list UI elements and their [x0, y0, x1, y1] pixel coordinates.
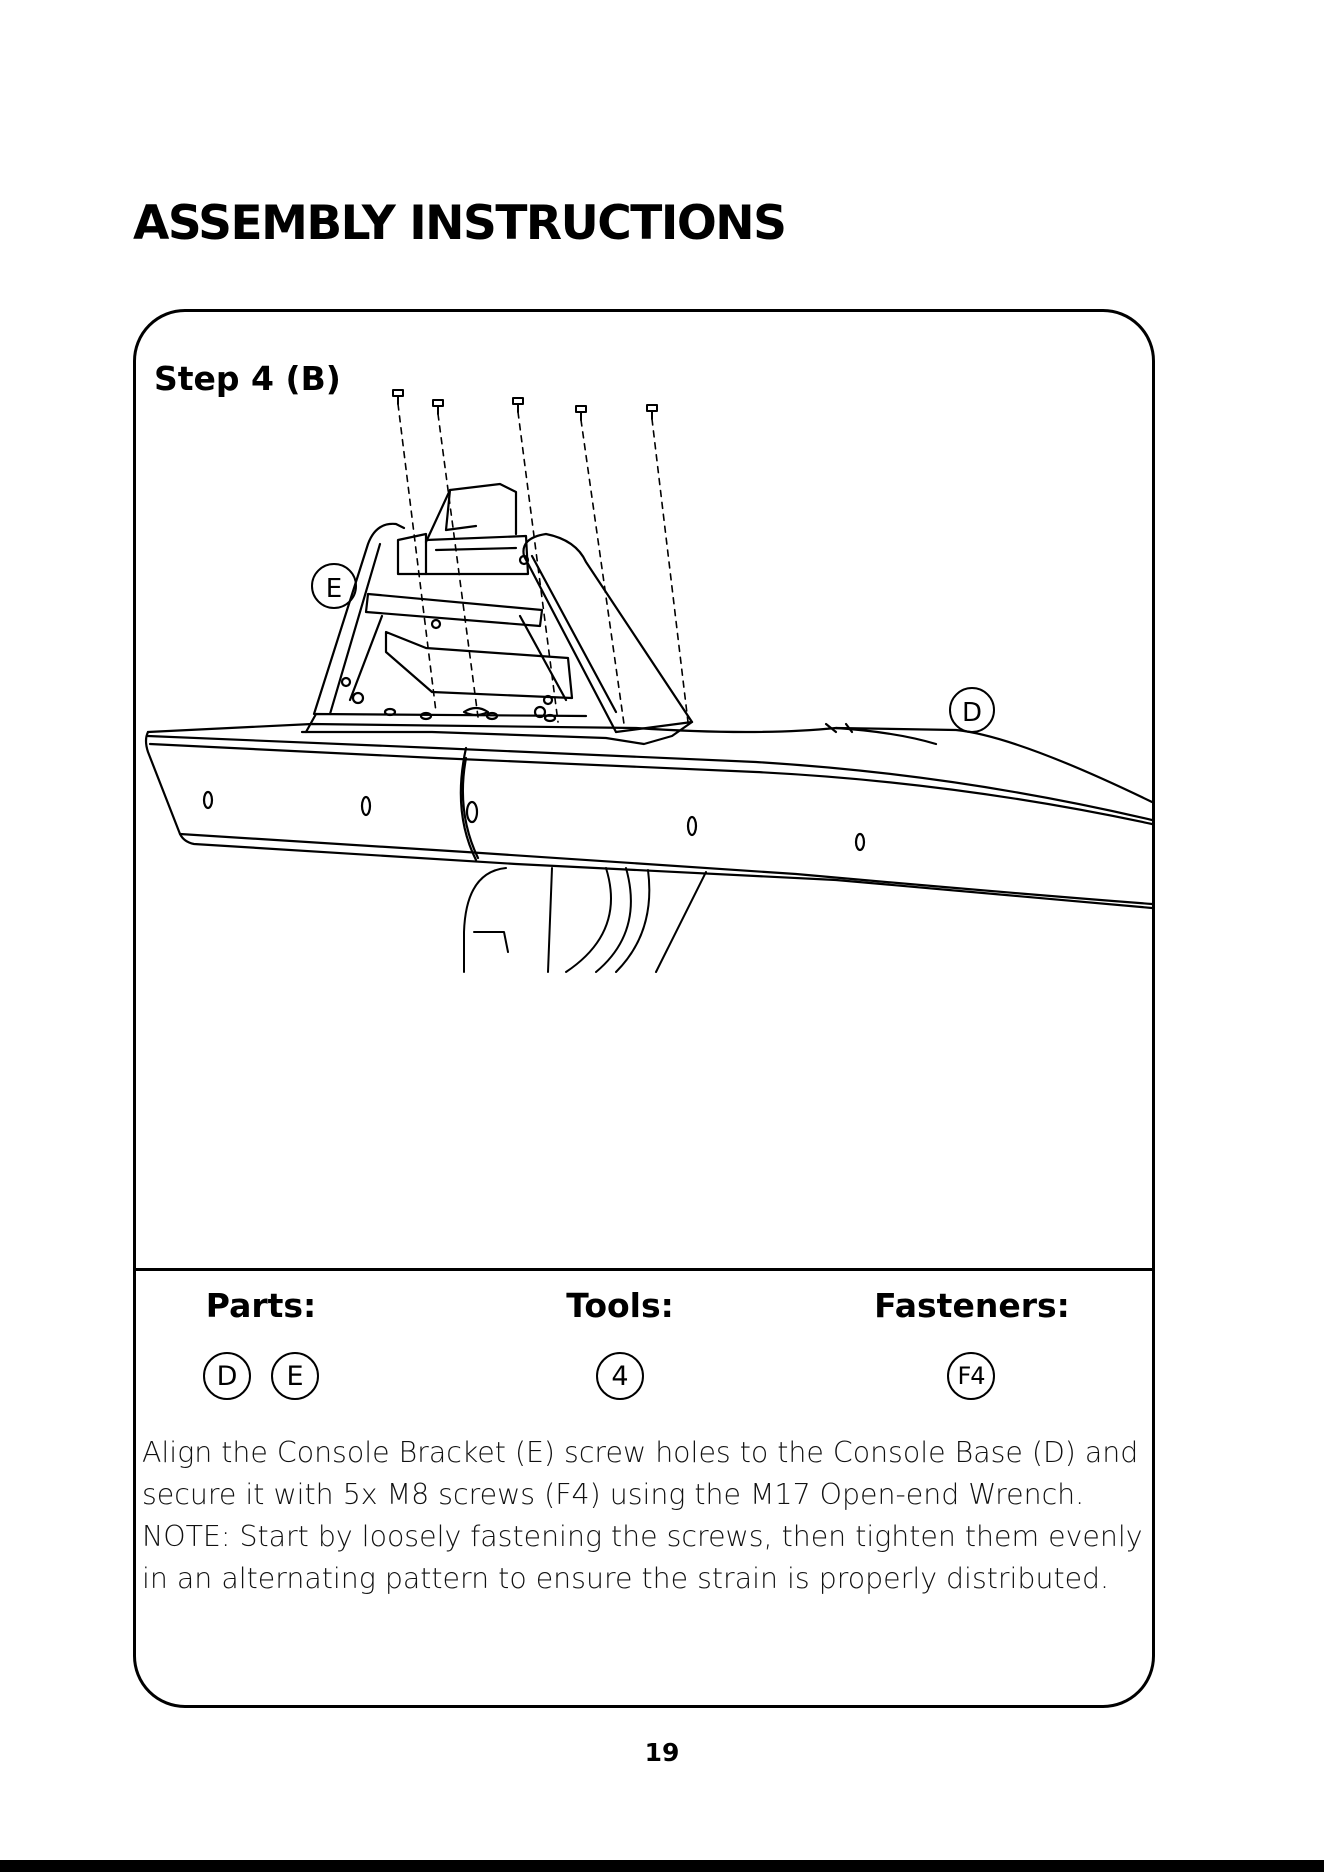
step-description: Align the Console Bracket (E) screw hole…: [142, 1432, 1152, 1600]
fastener-badge-f4: F4: [947, 1352, 995, 1400]
page-title: ASSEMBLY INSTRUCTIONS: [133, 196, 787, 251]
fasteners-heading: Fasteners:: [874, 1286, 1070, 1325]
footer-rule: [0, 1860, 1324, 1872]
step-card: Step 4 (B): [133, 309, 1155, 1708]
screw-icon: [393, 390, 657, 420]
parts-heading: Parts:: [205, 1286, 317, 1325]
step-label: Step 4 (B): [154, 359, 341, 398]
tool-badge-4: 4: [596, 1352, 644, 1400]
description-line: in an alternating pattern to ensure the …: [142, 1562, 1110, 1595]
description-line: Align the Console Bracket (E) screw hole…: [142, 1436, 1139, 1469]
screw-guide-lines: [398, 404, 688, 724]
callout-e-label: E: [326, 574, 342, 604]
console-base-d: [146, 724, 1152, 908]
callout-d: D: [950, 688, 994, 732]
callout-e: E: [312, 564, 356, 608]
part-badge-e: E: [271, 1352, 319, 1400]
section-divider: [136, 1268, 1152, 1271]
part-badge-d: D: [203, 1352, 251, 1400]
assembly-illustration: E D: [136, 312, 1152, 1272]
console-bracket-e: [302, 484, 692, 744]
page-number: 19: [644, 1738, 680, 1767]
description-line: secure it with 5x M8 screws (F4) using t…: [142, 1478, 1085, 1511]
tools-heading: Tools:: [566, 1286, 674, 1325]
upright-post: [464, 868, 706, 972]
callout-d-label: D: [962, 698, 982, 728]
description-line: NOTE: Start by loosely fastening the scr…: [142, 1520, 1143, 1553]
